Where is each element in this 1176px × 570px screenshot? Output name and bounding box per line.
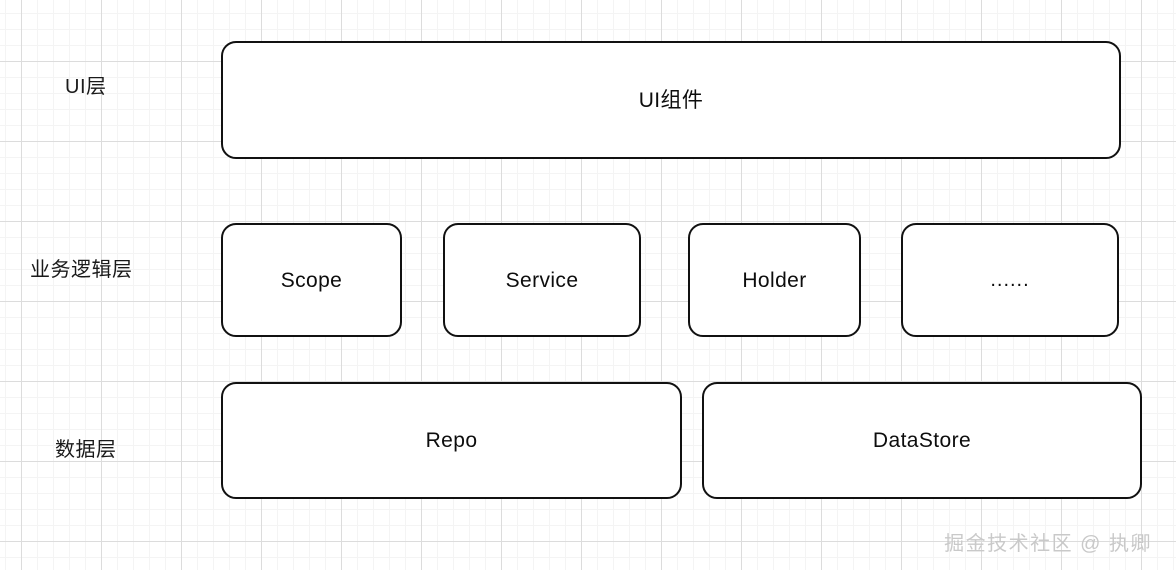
node-holder[interactable]: Holder	[688, 223, 861, 337]
node-label-datastore: DataStore	[872, 429, 972, 452]
node-repo[interactable]: Repo	[221, 382, 682, 499]
node-more[interactable]: ......	[901, 223, 1119, 337]
layer-label-business-logic-layer: 业务逻辑层	[30, 259, 133, 281]
node-label-holder: Holder	[742, 268, 807, 292]
node-service[interactable]: Service	[443, 223, 641, 337]
layer-label-ui-layer: UI层	[65, 76, 107, 98]
node-label-repo: Repo	[425, 429, 478, 452]
node-datastore[interactable]: DataStore	[702, 382, 1142, 499]
layer-label-data-layer: 数据层	[55, 439, 117, 461]
node-scope[interactable]: Scope	[221, 223, 402, 337]
node-label-more: ......	[990, 269, 1030, 291]
node-label-scope: Scope	[280, 268, 343, 292]
watermark: 掘金技术社区 @ 执卿	[944, 533, 1152, 555]
node-ui-component[interactable]: UI组件	[221, 41, 1121, 159]
node-label-ui-component: UI组件	[638, 88, 704, 112]
node-label-service: Service	[505, 268, 579, 292]
